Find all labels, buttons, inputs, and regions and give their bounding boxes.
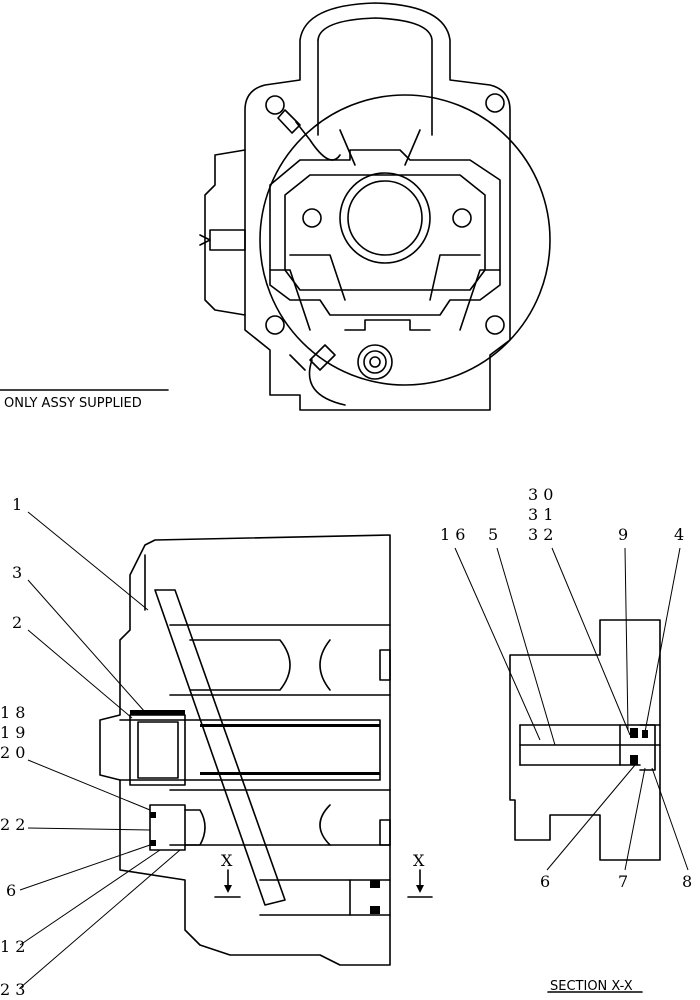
section-marker-left: X: [221, 851, 233, 870]
callout-16: 1 6: [440, 525, 465, 544]
section-callouts: 3 0 3 1 3 2 1 6 5 9 4 6 7 8: [440, 485, 692, 891]
callout-23: 2 3: [0, 980, 25, 999]
left-callouts: 1 3 2 1 8 1 9 2 0 2 2 6 1 2 2 3: [0, 495, 181, 999]
callout-18: 1 8: [0, 703, 25, 722]
callout-3: 3: [12, 563, 22, 582]
pump-section-view: X X: [99, 534, 433, 966]
section-marker-right: X: [413, 851, 425, 870]
section-title: SECTION X-X: [550, 979, 633, 994]
callout-5: 5: [488, 525, 498, 544]
callout-6-section: 6: [540, 872, 550, 891]
callout-9: 9: [618, 525, 628, 544]
callout-7: 7: [618, 872, 628, 891]
callout-31: 3 1: [528, 505, 553, 524]
callout-30: 3 0: [528, 485, 553, 504]
section-x-x-view: [509, 619, 661, 861]
callout-6: 6: [6, 881, 16, 900]
callout-19: 1 9: [0, 723, 25, 742]
callout-8: 8: [682, 872, 692, 891]
callout-12: 1 2: [0, 937, 25, 956]
pump-end-view: [199, 2, 551, 411]
supply-notice: ONLY ASSY SUPPLIED: [4, 396, 142, 411]
callout-22: 2 2: [0, 815, 25, 834]
callout-32: 3 2: [528, 525, 553, 544]
callout-1: 1: [12, 495, 22, 514]
callout-20: 2 0: [0, 743, 25, 762]
callout-2: 2: [12, 613, 22, 632]
callout-4: 4: [674, 525, 684, 544]
